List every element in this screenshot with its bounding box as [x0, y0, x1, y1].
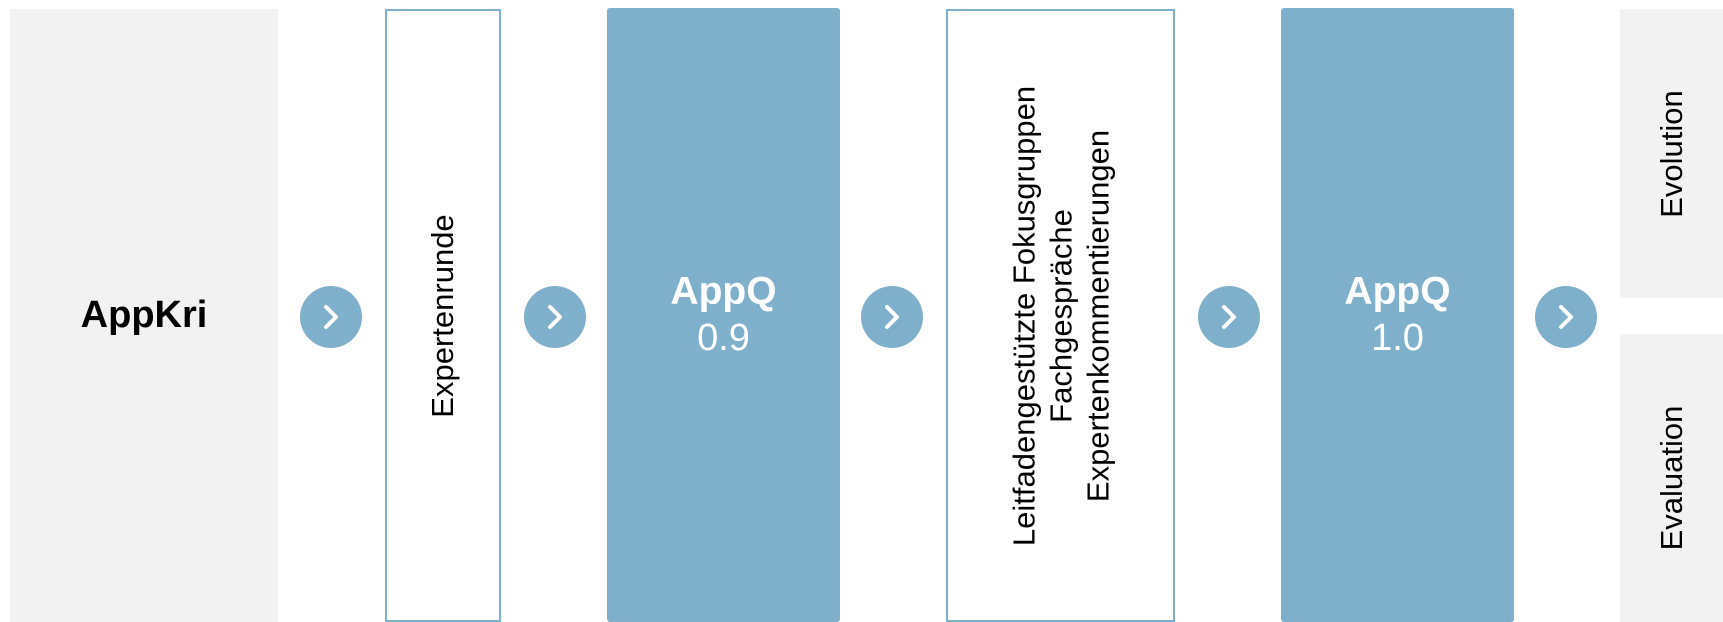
methods-list: Leitfadengestützte Fokusgruppen Fachgesp… [1005, 85, 1116, 545]
method-expert-talks: Fachgespräche [1043, 208, 1078, 423]
appkri-label: AppKri [80, 294, 208, 336]
method-focus-groups: Leitfadengestützte Fokusgruppen [1006, 85, 1041, 546]
appq-10-box: AppQ 1.0 [1281, 8, 1514, 622]
expertenrunde-box: Expertenrunde [385, 9, 501, 622]
expertenrunde-label: Expertenrunde [425, 213, 460, 418]
chevron-right-icon [300, 286, 362, 348]
chevron-right-icon [524, 286, 586, 348]
appkri-box: AppKri [10, 9, 278, 622]
evaluation-box: Evaluation [1620, 334, 1723, 622]
method-expert-comments: Expertenkommentierungen [1080, 129, 1115, 502]
evolution-box: Evolution [1620, 9, 1723, 298]
chevron-right-icon [1198, 286, 1260, 348]
appq-10-name: AppQ [1344, 270, 1451, 313]
appq-09-box: AppQ 0.9 [607, 8, 840, 622]
methods-box: Leitfadengestützte Fokusgruppen Fachgesp… [946, 9, 1175, 622]
chevron-right-icon [861, 286, 923, 348]
evolution-label: Evolution [1653, 89, 1689, 218]
appq-09-name: AppQ [670, 270, 777, 313]
chevron-right-icon [1535, 286, 1597, 348]
appq-09-version: 0.9 [697, 317, 750, 359]
evaluation-label: Evaluation [1653, 405, 1689, 551]
appq-10-version: 1.0 [1371, 317, 1424, 359]
